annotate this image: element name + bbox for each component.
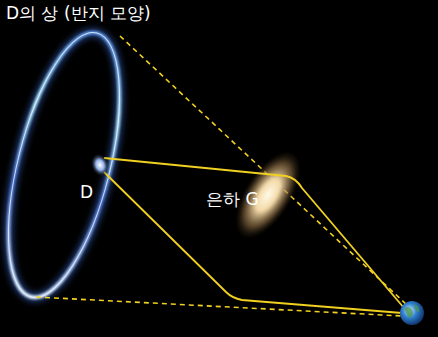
source-galaxy: [87, 151, 112, 180]
earth-land: [404, 304, 419, 318]
einstein-ring: [0, 22, 142, 308]
galaxy-label: D: [80, 183, 93, 203]
dashed-ray: [36, 297, 402, 316]
ring-caption: D의 상 (반지 모양): [6, 4, 151, 24]
dashed-ray: [120, 36, 408, 306]
galaxy-label: 은하 G: [206, 190, 259, 210]
earth: [400, 301, 424, 325]
light-path: [104, 158, 404, 308]
light-path: [104, 172, 402, 313]
